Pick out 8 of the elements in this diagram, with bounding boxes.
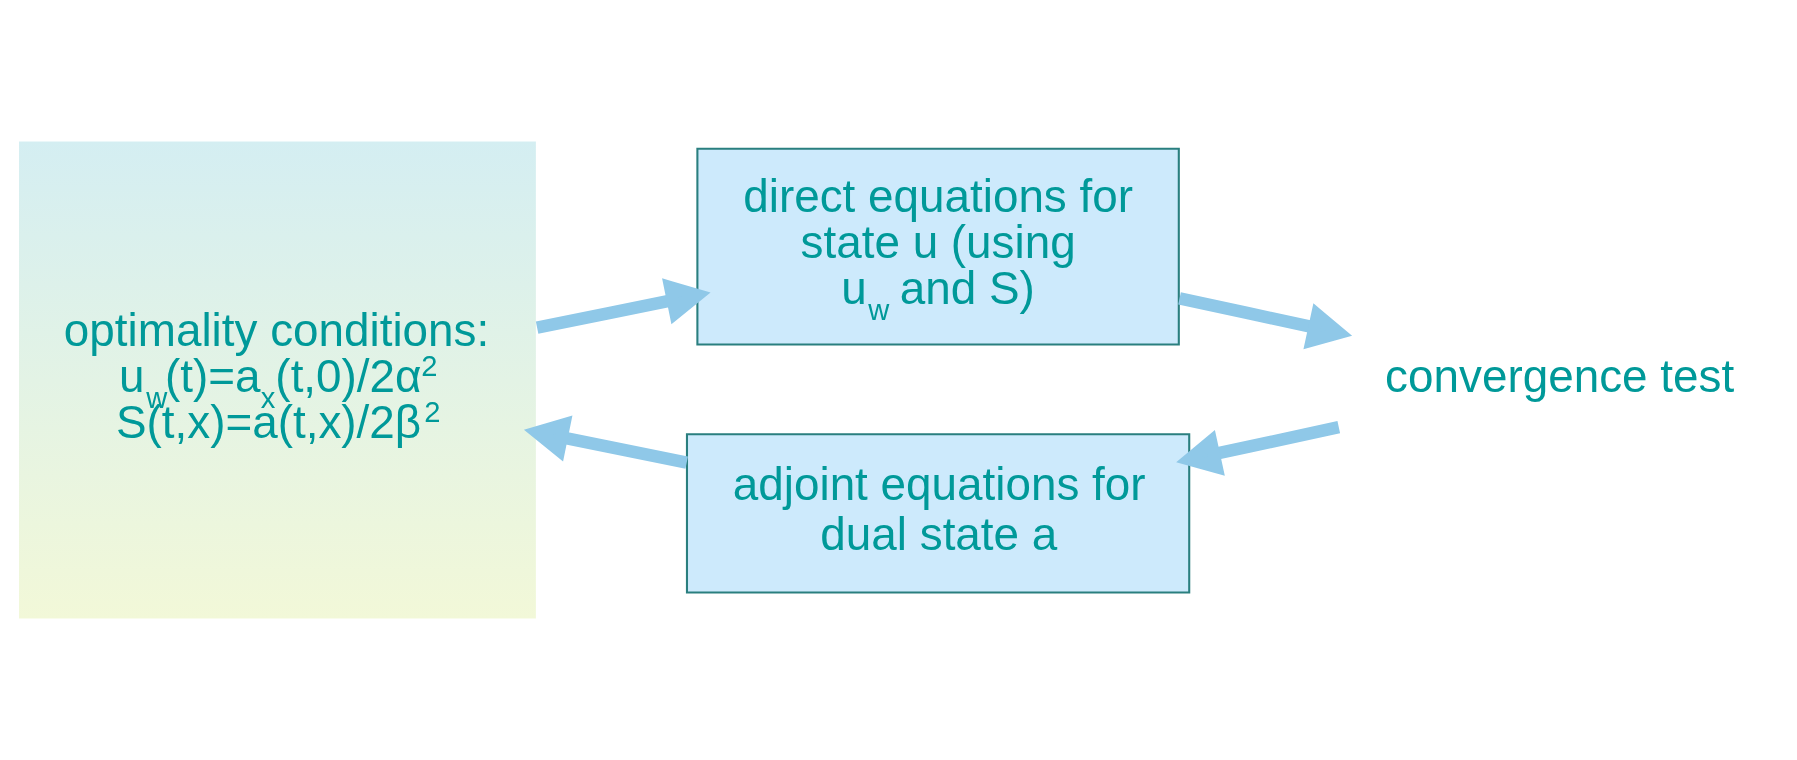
arrow xyxy=(1176,421,1341,476)
arrow xyxy=(1178,292,1353,350)
node-box: optimality conditions: u$_{w}$(t)=a$_{x}$(t,0)/2α$^{2}$ S(t,x)=a(t,x)/2β$^{2}$ xyxy=(16,139,538,621)
arrow xyxy=(523,415,688,469)
arrow xyxy=(535,278,711,334)
node-text: convergence test xyxy=(1385,350,1735,402)
node-box: adjoint equations for dual state a xyxy=(685,433,1191,594)
node-box: direct equations for state u (using u$_{w}$ and S) xyxy=(696,147,1180,346)
